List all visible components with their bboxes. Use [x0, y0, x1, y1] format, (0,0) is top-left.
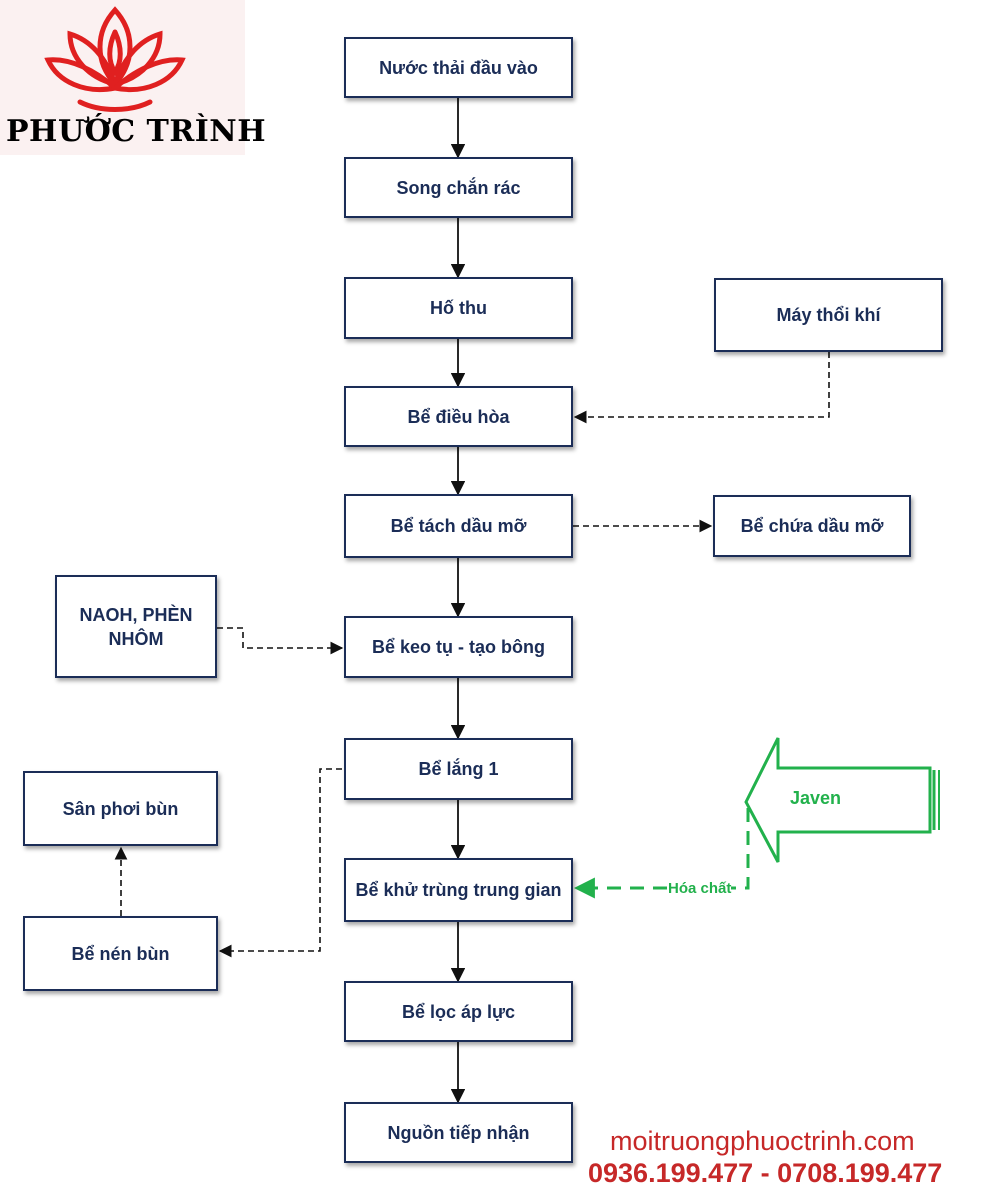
- unit-coagulant-chemicals: NAOH, PHÈN NHÔM: [55, 575, 217, 678]
- step-screen: Song chắn rác: [344, 157, 573, 218]
- brand-logo: PHƯỚC TRÌNH: [0, 0, 267, 155]
- step-equalization-tank: Bể điều hòa: [344, 386, 573, 447]
- lotus-icon: [44, 6, 186, 112]
- chemical-label: Hóa chất: [668, 880, 732, 897]
- step-coagulation-flocculation: Bể keo tụ - tạo bông: [344, 616, 573, 678]
- unit-oil-tank: Bể chứa dầu mỡ: [713, 495, 911, 557]
- sludge-line: [218, 768, 342, 958]
- air-supply-line: [573, 352, 830, 424]
- step-settling-tank: Bể lắng 1: [344, 738, 573, 800]
- step-pressure-filter: Bể lọc áp lực: [344, 981, 573, 1042]
- step-oil-separator: Bể tách dầu mỡ: [344, 494, 573, 558]
- brand-name: PHƯỚC TRÌNH: [6, 114, 267, 149]
- chemical-dosing-line: [217, 627, 344, 655]
- chemical-feed-line: [573, 808, 750, 899]
- unit-sludge-thickener: Bể nén bùn: [23, 916, 218, 991]
- unit-sludge-drying-bed: Sân phơi bùn: [23, 771, 218, 846]
- javen-arrow-shape: [744, 737, 932, 863]
- unit-blower: Máy thổi khí: [714, 278, 943, 352]
- phone-numbers: 0936.199.477 - 0708.199.477: [588, 1158, 943, 1188]
- step-influent: Nước thải đầu vào: [344, 37, 573, 98]
- step-collection-pit: Hố thu: [344, 277, 573, 339]
- website-text: moitruongphuoctrinh.com: [610, 1126, 915, 1156]
- step-disinfection-tank: Bể khử trùng trung gian: [344, 858, 573, 922]
- step-receiving-source: Nguồn tiếp nhận: [344, 1102, 573, 1163]
- javen-label: Javen: [790, 788, 842, 808]
